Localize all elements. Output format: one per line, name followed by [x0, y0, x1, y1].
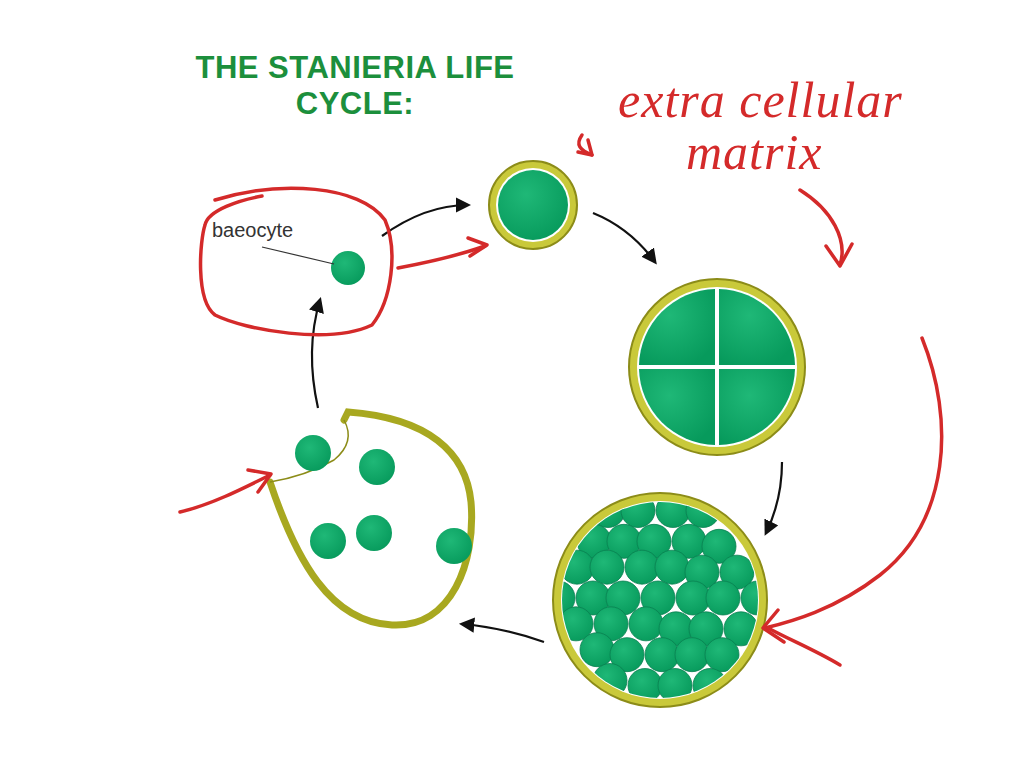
baeocyte-cell: [628, 669, 662, 703]
baeocyte-cell: [590, 550, 624, 584]
part-label: baeocyte: [212, 219, 293, 242]
baeocyte-cell: [645, 638, 679, 672]
baeocyte-cell: [655, 550, 689, 584]
red-annotations: [180, 135, 942, 665]
baeocyte-cell: [629, 607, 663, 641]
baeocyte-cell: [593, 664, 627, 698]
burst-envelope: [270, 412, 472, 625]
baeocyte-cell: [560, 550, 594, 584]
baeocyte-cell: [693, 669, 727, 703]
leader-line: [262, 247, 334, 264]
baeocyte-cell: [591, 493, 625, 527]
baeocyte-cell: [625, 550, 659, 584]
dividing-cell: [629, 279, 805, 455]
cycle-arrows: [312, 205, 782, 642]
baeocyte-cell: [705, 638, 739, 672]
baeocyte-cell: [621, 493, 655, 527]
handwritten-note: extra cellular matrix: [618, 74, 1008, 178]
diagram-title: THE STANIERIA LIFE CYCLE:: [170, 50, 540, 122]
baeocyte-cell: [741, 581, 775, 615]
baeocyte-cell: [676, 581, 710, 615]
baeocyte-cell: [331, 251, 365, 285]
baeocyte-filled-cell: [541, 493, 775, 707]
baeocyte-cell: [580, 633, 614, 667]
part-label-slot: baeocyte: [212, 219, 293, 242]
baeocyte-cell: [675, 638, 709, 672]
baeocyte-cell: [658, 669, 692, 703]
handwritten-note-slot: extra cellular matrix: [618, 74, 1008, 178]
diagram-title-slot: THE STANIERIA LIFE CYCLE:: [170, 50, 540, 122]
baeocyte-cell: [656, 493, 690, 527]
baeocyte-cell: [706, 581, 740, 615]
baeocyte-cell: [686, 493, 720, 527]
young-cell: [489, 161, 577, 249]
